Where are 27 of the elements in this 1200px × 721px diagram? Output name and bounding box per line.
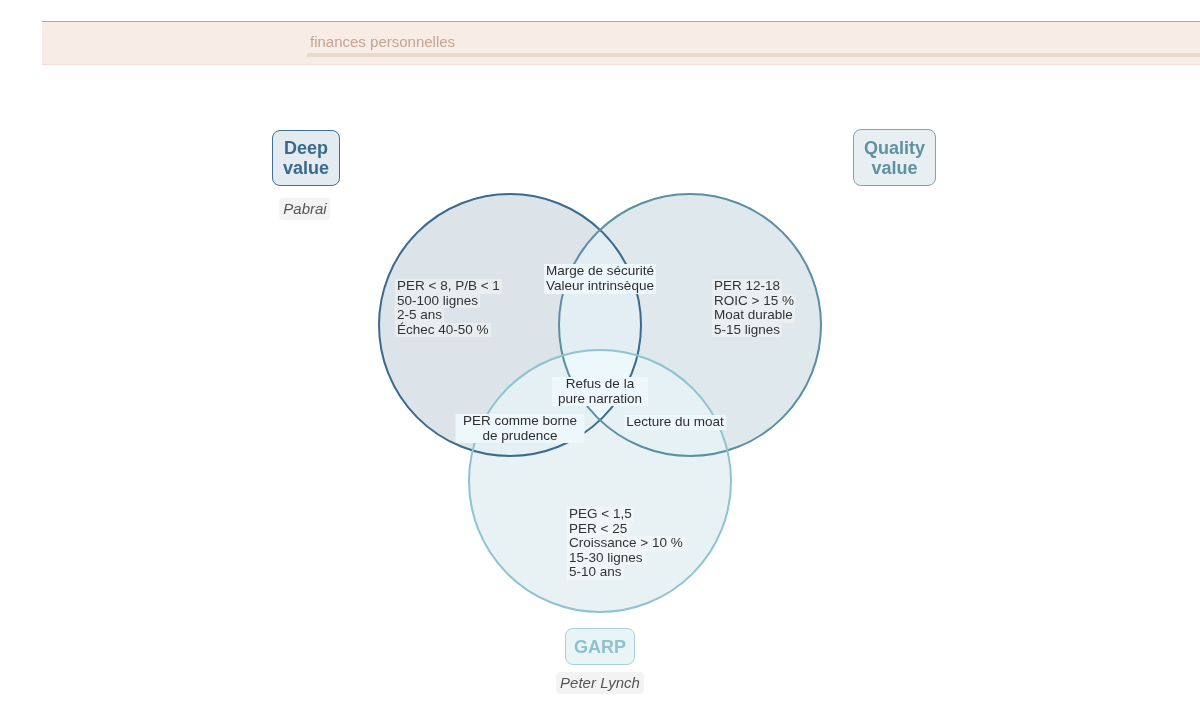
criteria-text: ROIC > 15 %: [712, 293, 796, 308]
criteria-text: 2-5 ans: [395, 308, 445, 323]
overlap-text: PER comme borne de prudence: [455, 414, 585, 443]
criteria-text: Échec 40-50 %: [395, 322, 491, 337]
criteria-text: 5-10 ans: [567, 565, 624, 580]
criteria-text: Moat durable: [712, 308, 795, 323]
criteria-text: PER < 8, P/B < 1: [395, 279, 502, 294]
criteria-text: PER < 25: [567, 521, 630, 536]
category-box: [272, 130, 340, 186]
investor-label: Peter Lynch: [556, 672, 644, 694]
criteria-text: PER 12-18: [712, 279, 783, 294]
overlap-text: Marge de sécurité: [543, 264, 657, 279]
category-box: [853, 129, 936, 186]
criteria-text: Croissance > 10 %: [567, 536, 685, 551]
criteria-text: PEG < 1,5: [567, 507, 634, 522]
category-title: GARP: [573, 636, 627, 657]
overlap-text: Refus de la pure narration: [552, 377, 648, 406]
investor-label: Pabrai: [279, 198, 331, 220]
criteria-text: 15-30 lignes: [567, 550, 645, 565]
overlap-text: Valeur intrinsèque: [544, 279, 656, 294]
tagline-text: finances personnelles: [310, 33, 456, 50]
criteria-text: 50-100 lignes: [395, 293, 481, 308]
criteria-text: 5-15 lignes: [712, 322, 783, 337]
category-title: Quality value: [863, 137, 926, 178]
overlap-text: Lecture du moat: [624, 415, 726, 430]
category-title: Deep value: [282, 138, 330, 178]
category-box: [565, 628, 635, 665]
